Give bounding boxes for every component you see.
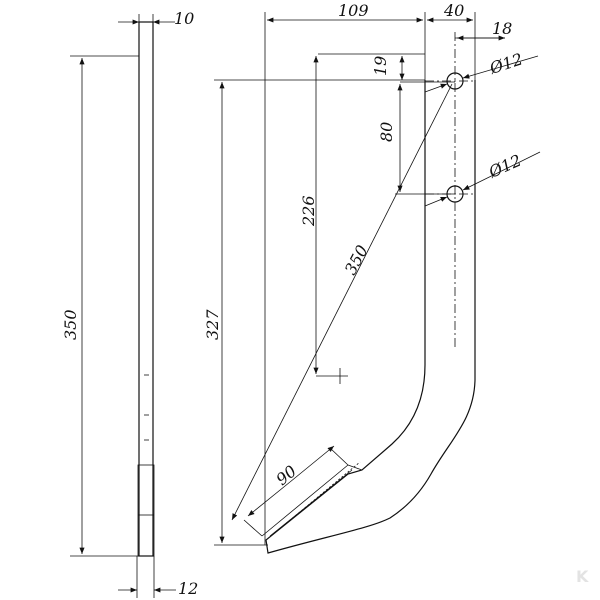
dim-side-length: 350 <box>61 309 80 340</box>
dim-overall-height: 327 <box>203 309 222 340</box>
dim-width-total: 109 <box>338 1 369 20</box>
leader-line <box>424 196 448 207</box>
side-view-outline <box>138 21 154 557</box>
dim-blade-length: 90 <box>272 461 300 489</box>
dimension-arrow <box>247 481 291 517</box>
leader-line <box>462 55 539 79</box>
dim-width-offset: 40 <box>443 1 464 20</box>
dimension-arrow <box>289 445 335 483</box>
leader-line <box>462 151 541 191</box>
dim-side-thickness-bottom: 12 <box>178 579 198 598</box>
dim-diagonal-length: 350 <box>341 242 372 278</box>
leader-line <box>424 83 448 93</box>
brand-logo-watermark: K <box>576 567 589 586</box>
blade-hatch <box>282 461 361 527</box>
dim-center-height: 226 <box>299 195 318 227</box>
dimension-arrow <box>231 83 453 521</box>
dim-hole-top-offset: 19 <box>371 56 390 76</box>
front-view: 109 40 18 Ø12 Ø12 19 80 226 <box>203 1 541 554</box>
extension-line <box>243 519 263 537</box>
dim-hole-offset: 18 <box>492 19 512 38</box>
dim-side-thickness-top: 10 <box>174 9 194 28</box>
blade-edge <box>261 464 349 537</box>
blade-tip <box>347 464 363 471</box>
dim-hole-diameter-bottom: Ø12 <box>485 151 524 182</box>
tine-outline <box>265 80 476 554</box>
extension-line <box>329 447 349 466</box>
dim-hole-spacing: 80 <box>377 122 396 142</box>
side-view: 10 350 12 <box>61 9 198 598</box>
dim-hole-diameter-top: Ø12 <box>486 49 525 78</box>
side-view-clamp-plate <box>137 464 155 557</box>
